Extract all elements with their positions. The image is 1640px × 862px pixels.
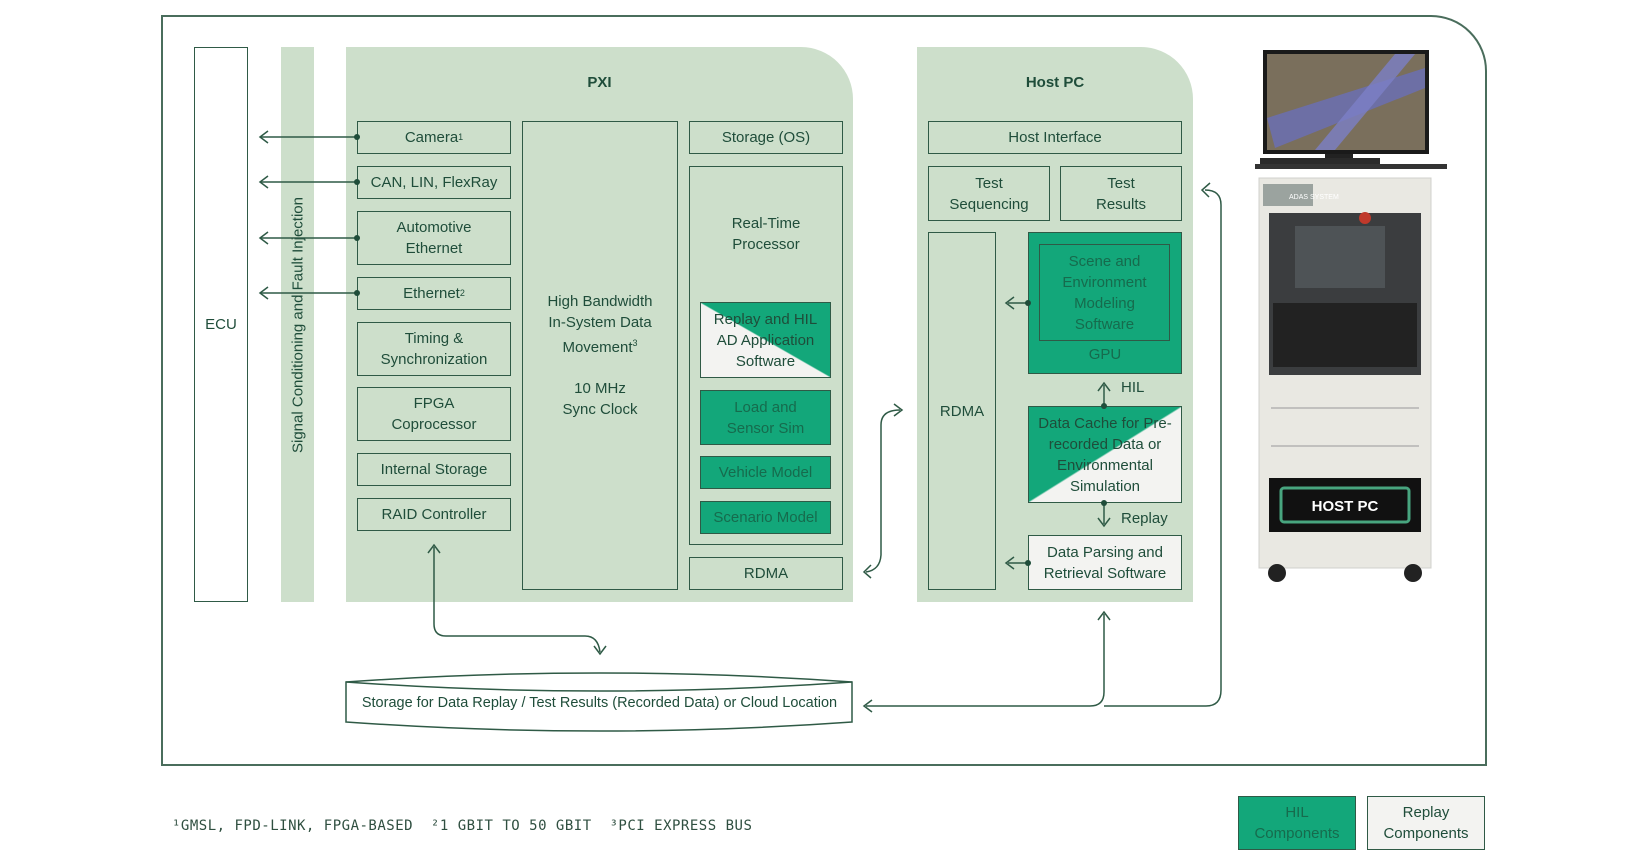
storage-os: Storage (OS) — [689, 121, 843, 154]
replay-flow-label: Replay — [1121, 510, 1168, 527]
module-raid-controller: RAID Controller — [357, 498, 511, 531]
keyboard-shelf — [1255, 164, 1447, 169]
real-time-processor: Real-Time Processor — [689, 166, 843, 545]
ecu-block: ECU — [194, 47, 248, 602]
module-can-lin-flexray: CAN, LIN, FlexRay — [357, 166, 511, 199]
data-cache: Data Cache for Pre-recorded Data or Envi… — [1028, 406, 1182, 503]
footnotes: ¹GMSL, FPD-LINK, FPGA-BASED ²1 GBIT TO 5… — [172, 818, 753, 834]
legend-replay: Replay Components — [1367, 796, 1485, 850]
hil-flow-label: HIL — [1121, 379, 1145, 396]
module-internal-storage: Internal Storage — [357, 453, 511, 486]
signal-conditioning-band: Signal Conditioning and Fault Injection — [281, 47, 314, 602]
module-automotive-ethernet: Automotive Ethernet — [357, 211, 511, 265]
test-results: Test Results — [1060, 166, 1182, 221]
replay-hil-ad-software: Replay and HIL AD Application Software — [700, 302, 831, 378]
host-interface: Host Interface — [928, 121, 1182, 154]
host-pc-title: Host PC — [1025, 74, 1085, 91]
data-parsing-retrieval: Data Parsing and Retrieval Software — [1028, 535, 1182, 590]
pxi-data-bus: High Bandwidth In-System Data Movement3 … — [522, 121, 678, 590]
signal-conditioning-label: Signal Conditioning and Fault Injection — [289, 196, 306, 453]
rack-badge: ADAS SYSTEM — [1289, 194, 1339, 201]
module-timing-sync: Timing & Synchronization — [357, 322, 511, 376]
storage-label: Storage for Data Replay / Test Results (… — [361, 695, 838, 711]
pxi-title: PXI — [587, 74, 612, 91]
system-frame — [161, 15, 1487, 766]
host-pc-panel-label: HOST PC — [1312, 498, 1379, 515]
pxi-rdma: RDMA — [689, 557, 843, 590]
scenario-model: Scenario Model — [700, 501, 831, 534]
load-sensor-sim: Load and Sensor Sim — [700, 390, 831, 445]
module-fpga-coprocessor: FPGA Coprocessor — [357, 387, 511, 441]
host-rdma: RDMA — [928, 232, 996, 590]
legend-hil: HIL Components — [1238, 796, 1356, 850]
test-sequencing: Test Sequencing — [928, 166, 1050, 221]
rack-photo: ADAS SYSTEM HOST PC — [1255, 50, 1447, 582]
vehicle-model: Vehicle Model — [700, 456, 831, 489]
ecu-label: ECU — [205, 316, 237, 333]
scene-environment-software: Scene and Environment Modeling Software — [1039, 244, 1170, 341]
